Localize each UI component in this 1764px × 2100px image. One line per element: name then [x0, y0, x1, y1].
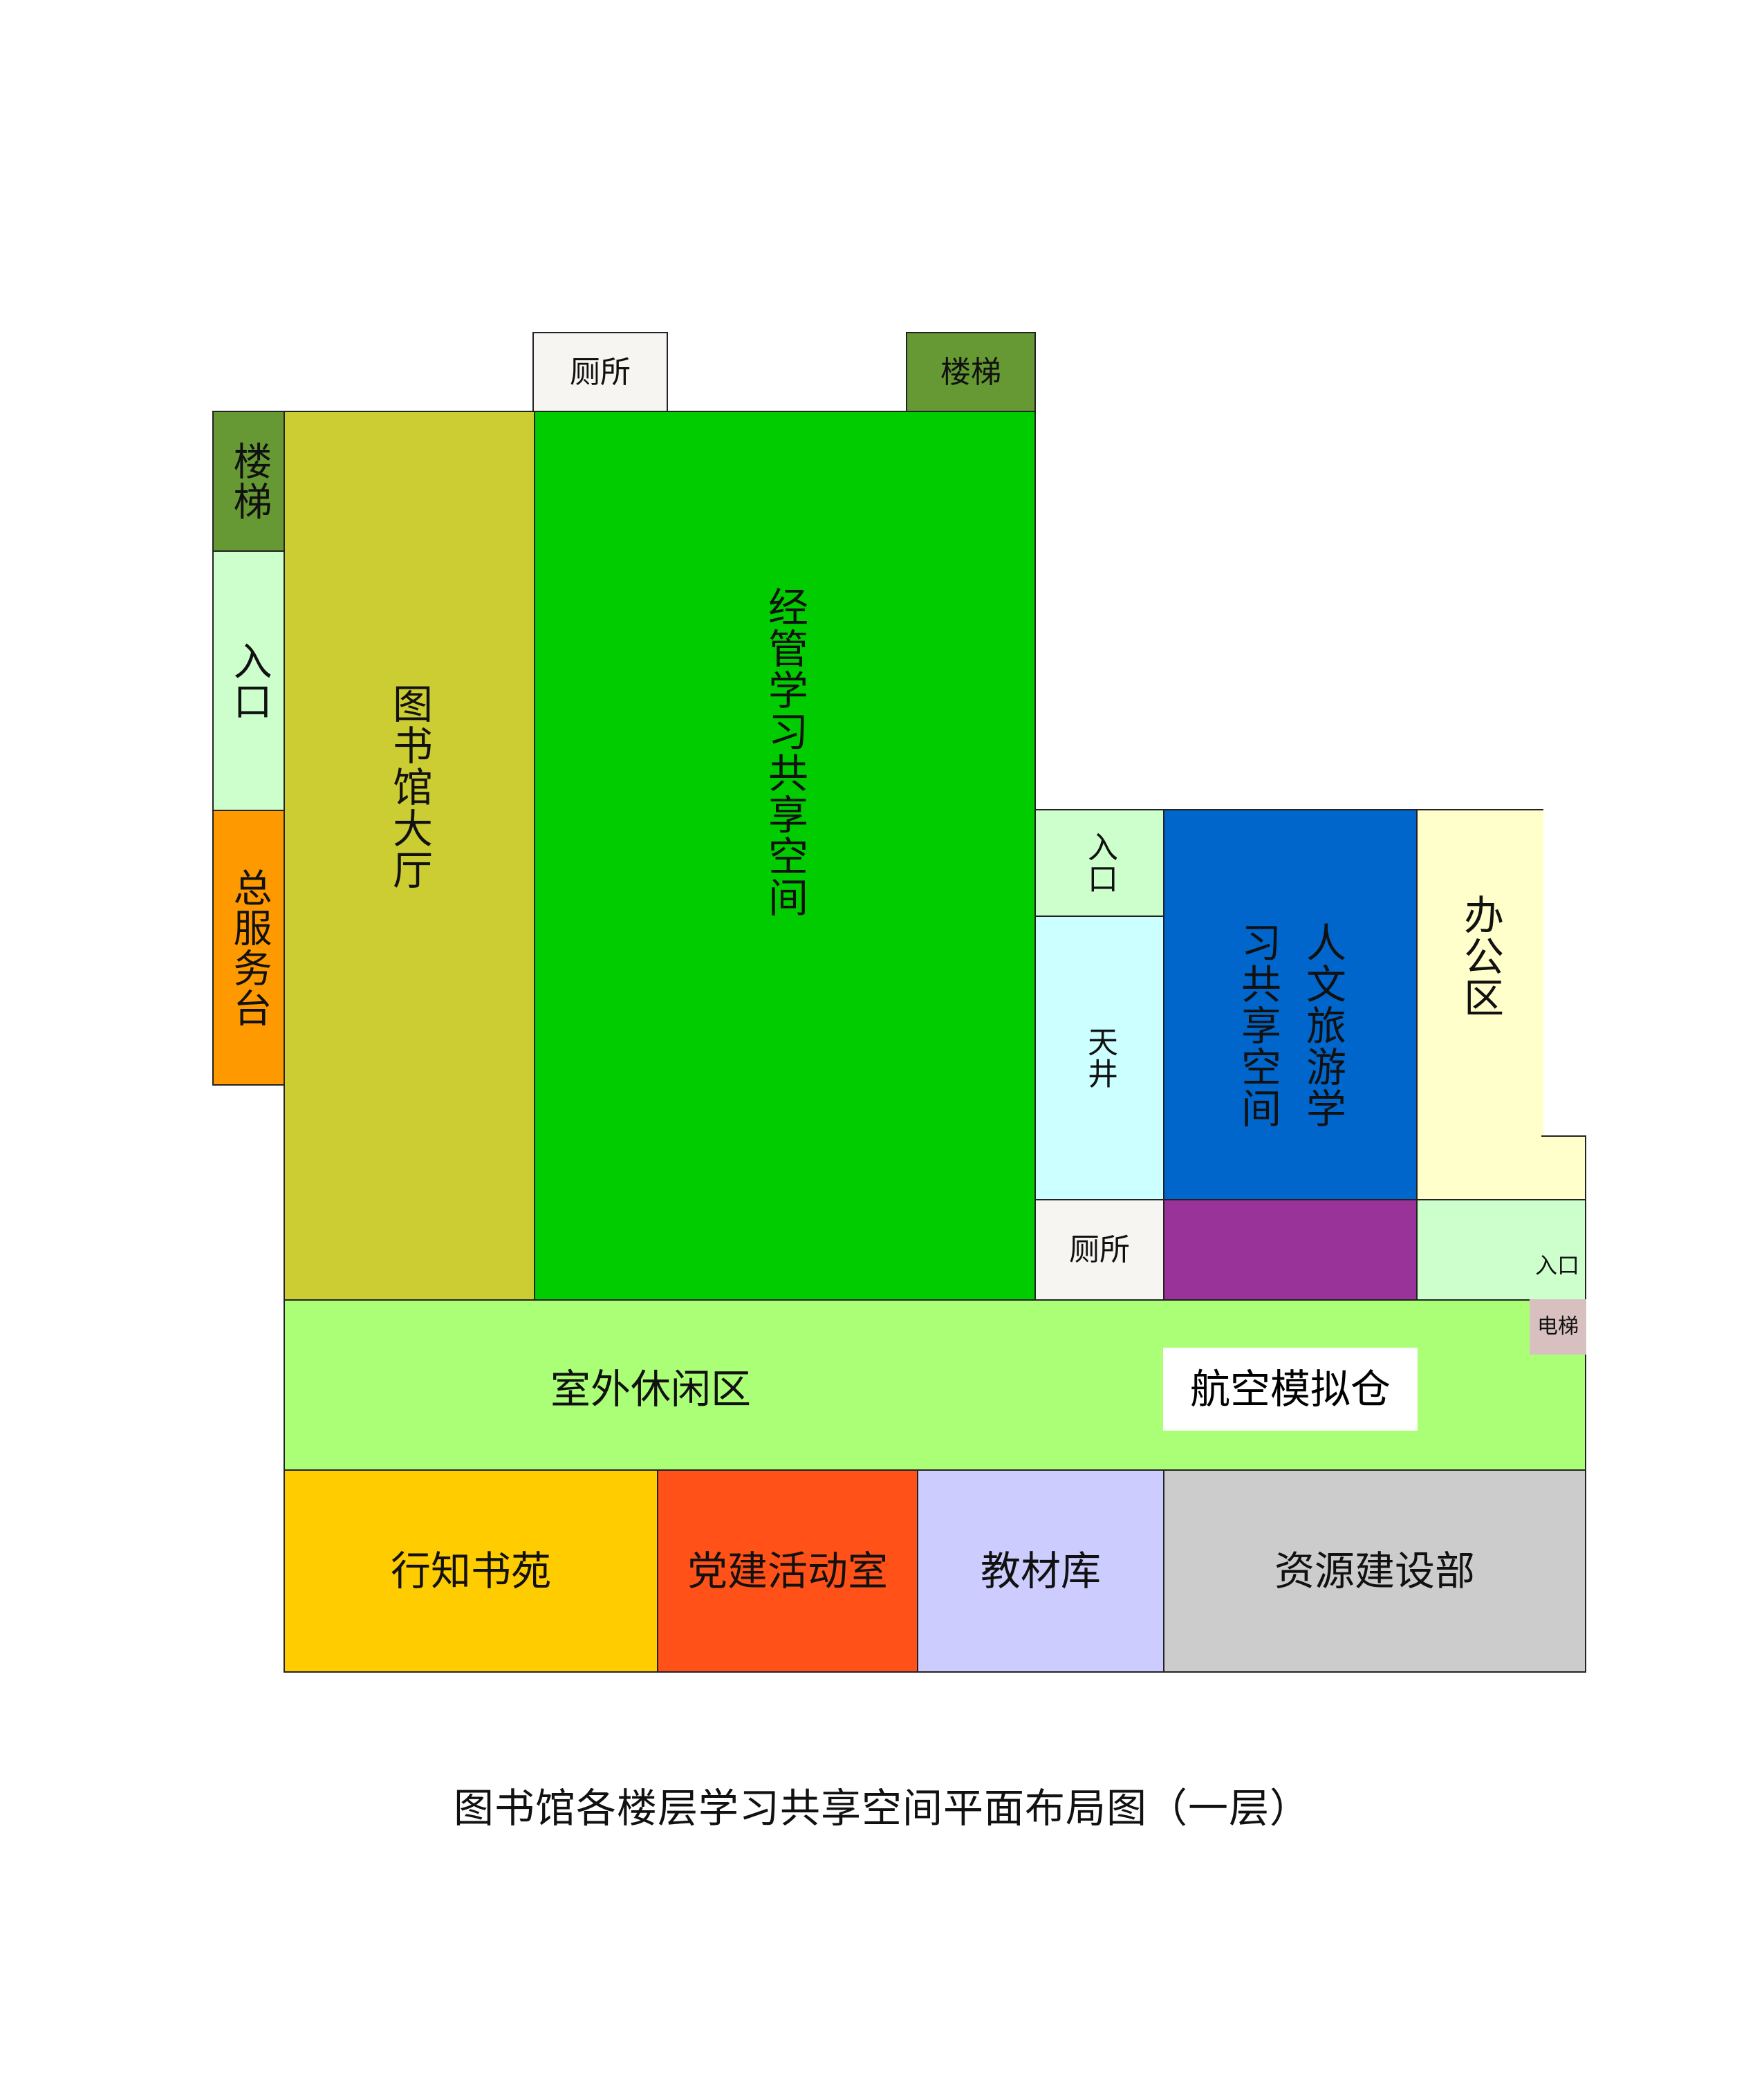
- room-label: 厕所: [1069, 1232, 1130, 1267]
- room-label: 行知书苑: [390, 1547, 551, 1595]
- room-label-line1: 人文旅游学: [1299, 922, 1346, 1129]
- room-economics-space: 经管学习共享空间: [534, 411, 1036, 1301]
- room-entrance-right: 入口: [1416, 1199, 1586, 1301]
- room-office-extension: [1541, 1135, 1586, 1200]
- room-library-hall: 图书馆大厅: [284, 411, 535, 1301]
- room-label: 资源建设部: [1274, 1547, 1475, 1595]
- room-label: 经管学习共享空间: [761, 586, 808, 918]
- room-service-desk: 总服务台: [212, 810, 286, 1086]
- room-toilet-top: 厕所: [532, 332, 668, 413]
- room-label: 室外休闲区: [550, 1365, 752, 1413]
- room-label: 党建活动室: [687, 1547, 888, 1595]
- room-elevator: 电梯: [1530, 1299, 1586, 1355]
- room-label: 入口: [1534, 1252, 1579, 1279]
- room-label: 图书馆大厅: [386, 682, 433, 891]
- room-label: 厕所: [570, 354, 631, 390]
- room-label: 楼梯: [227, 441, 272, 521]
- room-humanities-space: 人文旅游学 习共享空间: [1163, 809, 1418, 1200]
- room-label: 电梯: [1537, 1314, 1579, 1339]
- room-label: 总服务台: [227, 867, 272, 1028]
- room-office: 办公区: [1416, 809, 1543, 1200]
- room-atrium: 天井: [1034, 916, 1164, 1200]
- room-stairs-top: 楼梯: [906, 332, 1036, 413]
- room-label: 办公区: [1457, 894, 1504, 1019]
- room-toilet-mid: 厕所: [1034, 1199, 1164, 1301]
- room-label: 入口: [227, 640, 272, 721]
- room-resource-dept: 资源建设部: [1163, 1469, 1586, 1673]
- room-label: 天井: [1082, 1026, 1117, 1090]
- room-xingzhi-book: 行知书苑: [284, 1469, 658, 1673]
- room-entrance-mid: 入口: [1034, 809, 1164, 917]
- room-label: 教材库: [980, 1547, 1101, 1595]
- room-label: 航空模拟仓: [1189, 1365, 1391, 1413]
- room-stairs-left: 楼梯: [212, 411, 286, 552]
- room-entrance-left: 入口: [212, 550, 286, 811]
- room-label-line2: 习共享空间: [1234, 922, 1281, 1129]
- room-aviation-sim: 航空模拟仓: [1163, 1348, 1418, 1431]
- room-purple-block: [1163, 1199, 1418, 1301]
- plan-caption: 图书馆各楼层学习共享空间平面布局图（一层）: [453, 1785, 1310, 1832]
- room-label: 入口: [1082, 831, 1117, 895]
- room-textbook-store: 教材库: [917, 1469, 1164, 1673]
- room-label: 楼梯: [940, 354, 1001, 390]
- room-party-activity: 党建活动室: [657, 1469, 918, 1673]
